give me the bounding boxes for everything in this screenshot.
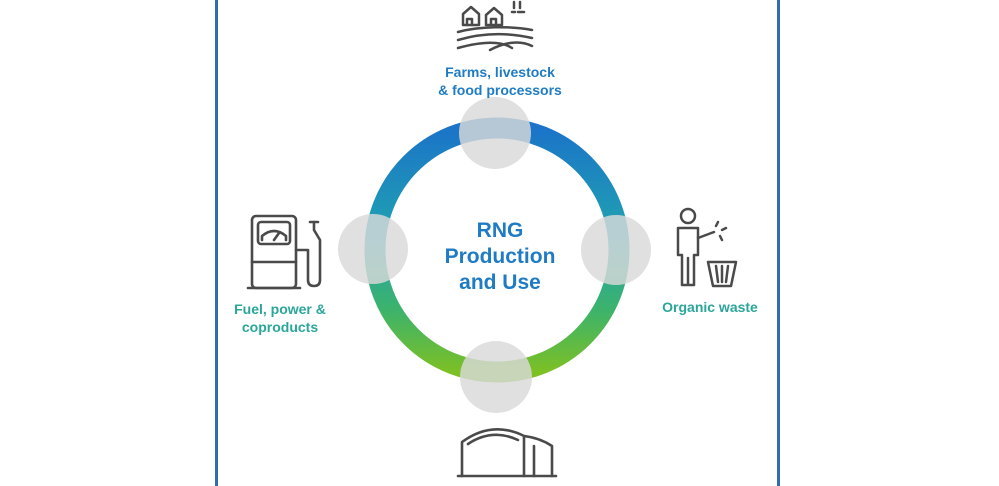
label-organic-waste: Organic waste	[662, 299, 758, 315]
label-farms-line2: & food processors	[438, 82, 562, 98]
digester-building-icon	[456, 427, 558, 478]
center-title-line1: RNG	[476, 219, 524, 242]
center-title-line3: and Use	[459, 271, 541, 294]
label-farms-line1: Farms, livestock	[445, 64, 555, 80]
center-title-line2: Production	[444, 245, 556, 268]
label-fuel: Fuel, power & coproducts	[215, 300, 345, 336]
label-fuel-line1: Fuel, power &	[234, 301, 326, 317]
farm-icon	[456, 0, 534, 52]
node-waste	[581, 215, 651, 285]
fuel-pump-icon	[246, 214, 322, 290]
label-farms: Farms, livestock & food processors	[400, 63, 600, 99]
label-fuel-line2: coproducts	[241, 319, 319, 335]
diagram-frame	[215, 0, 780, 486]
center-title: RNG Production and Use	[405, 218, 595, 296]
node-digester	[460, 341, 532, 413]
person-trash-icon	[676, 207, 738, 288]
node-fuel	[338, 214, 408, 284]
node-farms	[459, 97, 531, 169]
